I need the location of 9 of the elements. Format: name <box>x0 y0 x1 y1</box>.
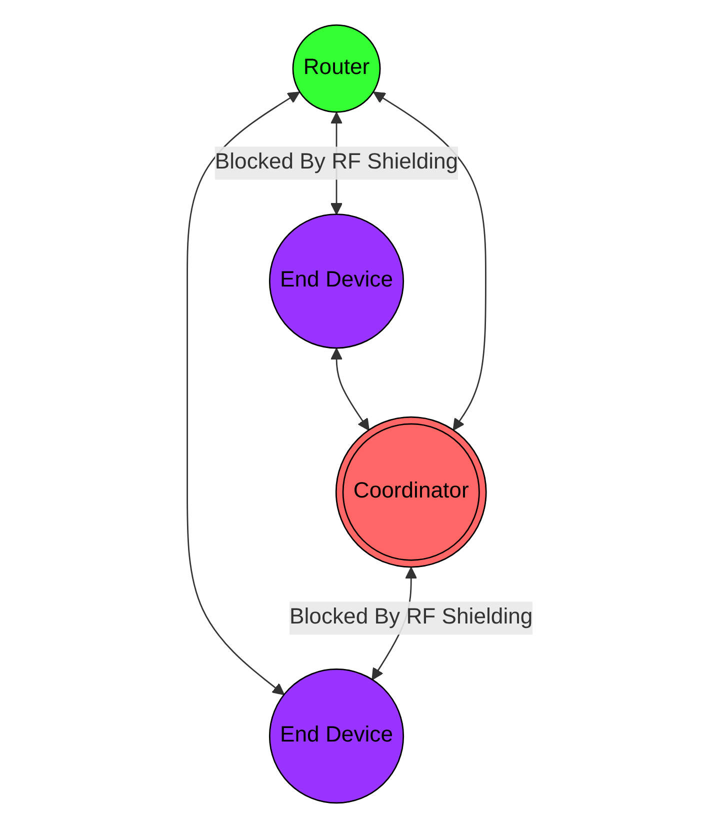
arrow <box>186 92 300 696</box>
edge-label: Blocked By RF Shielding <box>214 150 458 174</box>
node-circle: Coordinator <box>334 416 486 568</box>
arrow <box>372 92 486 431</box>
arrow <box>330 348 369 431</box>
edge-label: Blocked By RF Shielding <box>289 606 532 630</box>
node-circle: End Device <box>268 668 404 804</box>
node-circle: Router <box>292 24 380 113</box>
node-circle: End Device <box>268 214 404 349</box>
